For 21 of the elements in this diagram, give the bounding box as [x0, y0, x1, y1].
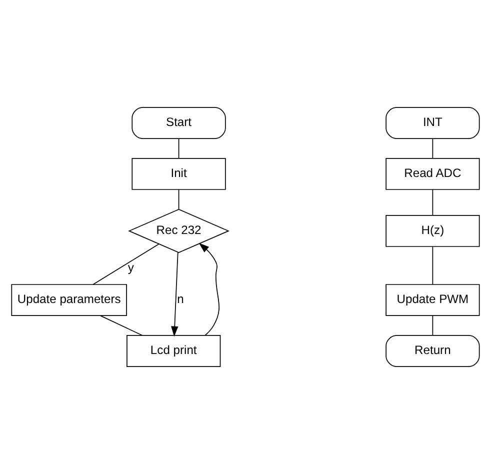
edge-label: n	[177, 292, 184, 306]
node-box: Init	[132, 157, 226, 190]
connector	[178, 188, 180, 210]
node-box: INT	[386, 106, 480, 138]
node-box: Return	[386, 334, 480, 366]
node-box: Read ADC	[386, 157, 480, 190]
edge-label: y	[128, 260, 134, 274]
connector	[92, 243, 160, 284]
connector	[432, 246, 434, 284]
arrow	[171, 252, 178, 336]
connector	[178, 138, 180, 158]
node-box: Lcd print	[126, 334, 221, 366]
arrow	[198, 242, 220, 336]
connector	[100, 314, 143, 336]
connector	[432, 314, 434, 336]
node-box: H(z)	[386, 214, 480, 246]
node-box: Update parameters	[11, 284, 127, 316]
connector	[432, 188, 434, 216]
node-box: Update PWM	[386, 284, 480, 316]
connector	[432, 138, 434, 158]
node-box: Start	[132, 106, 226, 138]
